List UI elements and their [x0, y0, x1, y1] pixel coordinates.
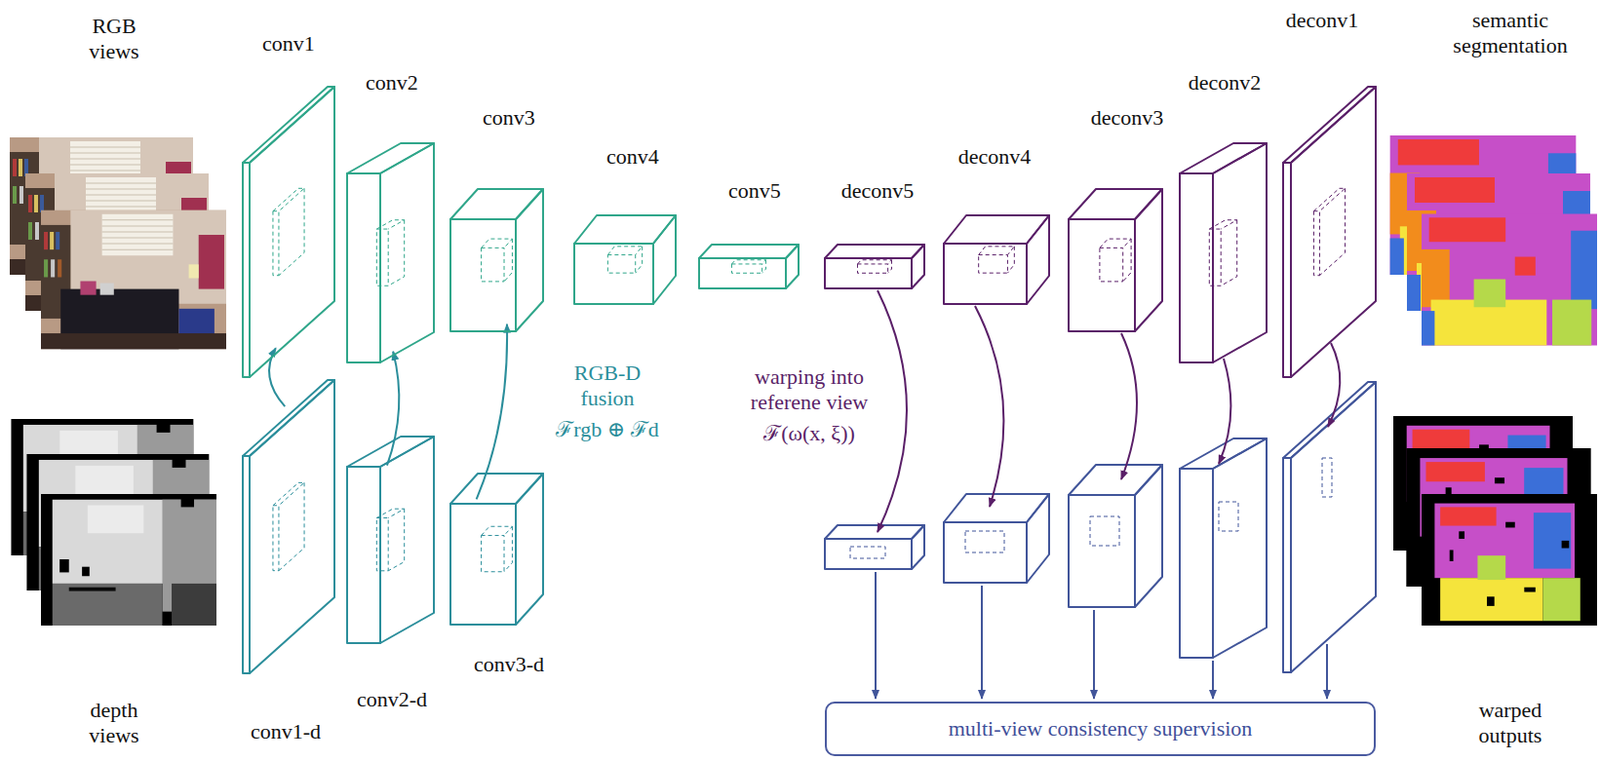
supervision-arrows [875, 572, 1327, 700]
kernel-cube [481, 526, 513, 573]
layer-node: conv2-d [347, 436, 434, 644]
kernel-cube [273, 188, 305, 275]
kernel-cube [376, 508, 404, 572]
layer-box [450, 189, 544, 332]
layer-node: conv4 [574, 215, 676, 305]
layer-box [242, 86, 335, 378]
layer-name: conv2 [365, 70, 419, 96]
rgb-views [9, 137, 227, 350]
layer-name: conv1 [262, 31, 315, 57]
layer-node: conv2 [347, 143, 434, 363]
kernel-cube [376, 220, 404, 287]
annotation-label: warping into referene view [736, 364, 883, 417]
layer-name: deconv2 [1188, 70, 1262, 96]
layer-node: deconv2 [1179, 143, 1267, 363]
layer-outline [1179, 143, 1267, 363]
layer-outline [574, 215, 676, 305]
layer-node: deconv3 [1068, 189, 1163, 332]
layer-node: deconv4 [943, 215, 1050, 305]
layer-box [347, 143, 434, 363]
layer-name: deconv4 [958, 144, 1032, 170]
layer-outline [242, 380, 335, 674]
layer-node: deconv1 [1283, 86, 1376, 378]
layer-name: deconv3 [1091, 105, 1165, 131]
kernel-cube [978, 246, 1015, 274]
layer-outline [699, 244, 799, 289]
layer-name: conv3-d [473, 652, 545, 678]
kernel-cube [1209, 220, 1237, 287]
warped-feature-boxes [824, 382, 1376, 673]
kernel-cube [273, 482, 305, 571]
layer-outline [450, 473, 544, 625]
layer-name: conv3 [482, 105, 536, 131]
layer-name: conv2-d [356, 687, 428, 713]
kernel-cube [731, 260, 766, 274]
annotation-label: RGB views [75, 13, 154, 66]
annotation-label: warped outputs [1461, 698, 1560, 750]
annotation-label: ℱ(ω(x, ξ)) [763, 421, 856, 447]
layer-outline [1283, 86, 1376, 378]
kernel-cube [481, 238, 513, 282]
layer-box [450, 473, 544, 625]
layer-node: conv1-d [242, 380, 335, 674]
layer-box [347, 436, 434, 644]
layer-outline [1068, 189, 1163, 332]
layer-outline [347, 436, 434, 644]
layer-box [1283, 86, 1376, 378]
layer-node: deconv5 [824, 244, 925, 289]
kernel-cube [857, 260, 892, 274]
layer-outline [450, 189, 544, 332]
layer-box [574, 215, 676, 305]
layer-node: conv3 [450, 189, 544, 332]
box-text: multi-view consistency supervision [948, 716, 1253, 742]
annotation-label: ℱrgb ⊕ ℱd [555, 417, 659, 443]
fusion-arrow [387, 351, 399, 467]
annotation-label: depth views [75, 698, 154, 750]
layer-box [824, 244, 925, 289]
segmentation-outputs [1390, 135, 1598, 347]
layer-box [1179, 143, 1267, 363]
warped-inner-kernels [850, 458, 1332, 559]
warping-arrows [877, 290, 1340, 533]
layer-box [699, 244, 799, 289]
depth-views [11, 419, 217, 626]
layer-box [1068, 189, 1163, 332]
kernel-cube [1099, 238, 1132, 282]
annotation-label: RGB-D fusion [563, 360, 652, 413]
layer-node: conv1 [242, 86, 335, 378]
layer-box [242, 380, 335, 674]
annotation-label: semantic segmentation [1442, 7, 1579, 60]
layer-outline [347, 143, 434, 363]
layer-outline [943, 215, 1050, 305]
layer-name: deconv1 [1286, 7, 1360, 34]
layer-node: conv3-d [450, 473, 544, 625]
kernel-cube [607, 246, 642, 274]
layer-name: conv4 [606, 144, 660, 170]
layer-outline [242, 86, 335, 378]
layer-node: conv5 [699, 244, 799, 289]
layer-name: deconv5 [841, 178, 915, 204]
layer-name: conv1-d [250, 719, 321, 745]
warped-outputs-images [1393, 416, 1598, 626]
layer-name: conv5 [728, 178, 781, 204]
kernel-cube [1313, 188, 1345, 275]
layer-box [943, 215, 1050, 305]
layer-outline [824, 244, 925, 289]
supervision-box: multi-view consistency supervision [824, 702, 1376, 757]
